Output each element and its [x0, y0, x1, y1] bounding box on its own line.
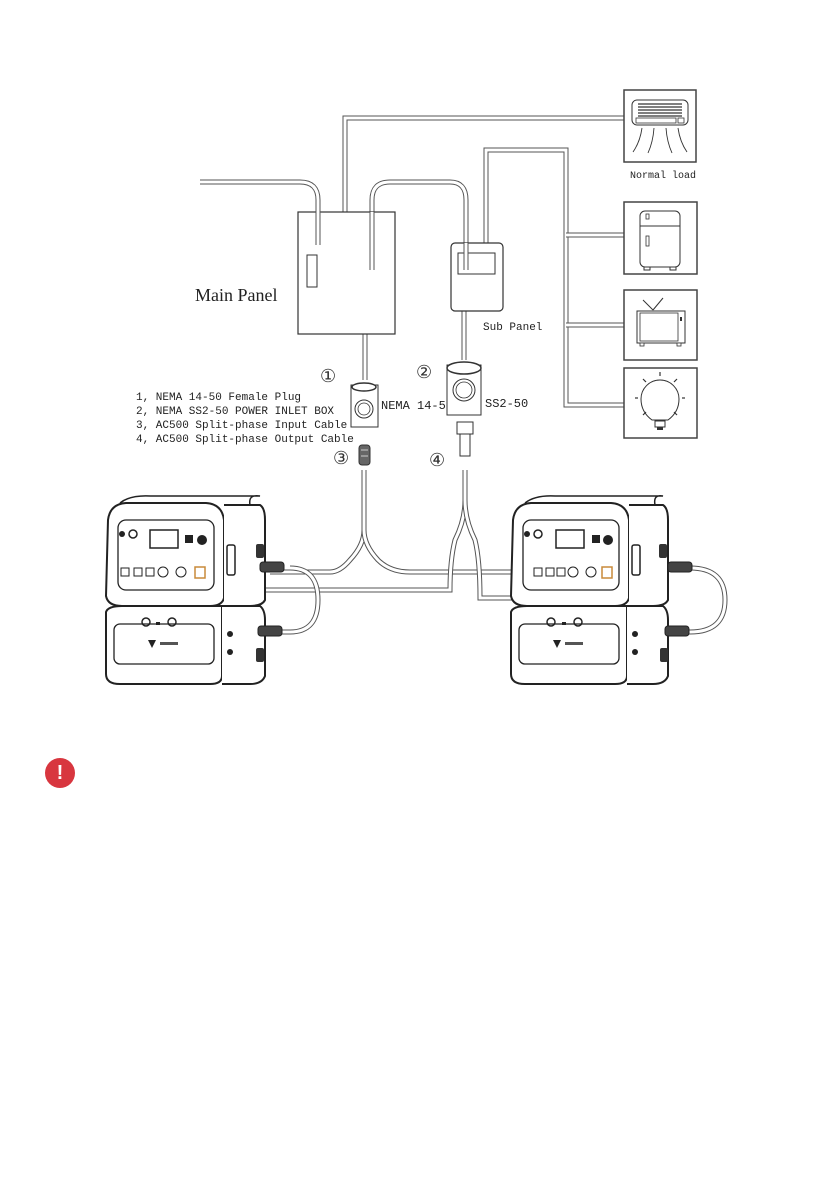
main-panel-label: Main Panel	[195, 285, 278, 305]
main-panel: Main Panel	[195, 200, 396, 335]
ss2-label: SS2-50	[485, 397, 528, 411]
sub-panel-label: Sub Panel	[483, 322, 542, 334]
legend-item: 2, NEMA SS2-50 POWER INLET BOX	[136, 406, 334, 418]
input-cable-plug	[358, 444, 371, 466]
refrigerator-icon	[623, 201, 698, 275]
b300s-battery-right	[510, 605, 690, 685]
callout-2: ②	[416, 362, 432, 383]
wires	[200, 115, 728, 635]
output-cable-plug	[456, 421, 474, 457]
television-icon	[623, 289, 698, 361]
warning-exclamation-icon: !	[45, 758, 75, 788]
legend-item: 4, AC500 Split-phase Output Cable	[136, 434, 354, 446]
light-bulb-icon	[623, 367, 698, 439]
nema-label: NEMA 14-50	[381, 399, 453, 413]
callout-4: ④	[429, 450, 445, 471]
ss2-50-inlet-box: SS2-50	[446, 361, 528, 416]
ac500-power-station-right	[509, 494, 693, 607]
legend-item: 1, NEMA 14-50 Female Plug	[136, 392, 301, 404]
ac500-power-station-left	[104, 494, 285, 607]
sub-panel: Sub Panel	[450, 242, 542, 334]
callout-3: ③	[333, 448, 349, 469]
b300s-battery-left	[105, 605, 283, 685]
air-conditioner-icon	[623, 89, 697, 163]
callout-1: ①	[320, 366, 336, 387]
normal-load-label: Normal load	[630, 170, 696, 182]
nema-14-50-outlet: NEMA 14-50	[350, 382, 453, 428]
legend-item: 3, AC500 Split-phase Input Cable	[136, 420, 347, 432]
legend: 1, NEMA 14-50 Female Plug 2, NEMA SS2-50…	[136, 392, 354, 446]
